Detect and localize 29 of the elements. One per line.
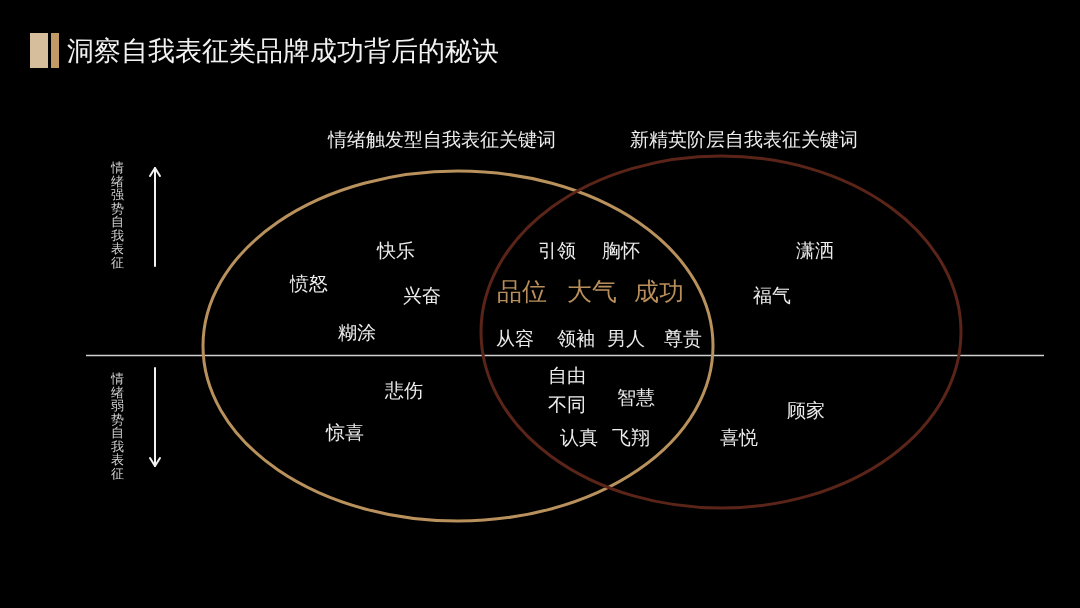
- keyword-label: 引领: [538, 240, 576, 262]
- keyword-label: 成功: [634, 278, 684, 306]
- keyword-label: 尊贵: [664, 328, 702, 350]
- keyword-label: 领袖: [557, 328, 595, 350]
- axis-label: 情绪弱势自我表征: [110, 372, 124, 480]
- keyword-label: 福气: [753, 285, 791, 307]
- keyword-label: 品位: [497, 278, 547, 306]
- keyword-label: 大气: [567, 278, 617, 306]
- keyword-label: 糊涂: [338, 322, 376, 344]
- keyword-label: 喜悦: [720, 427, 758, 449]
- page-title: 洞察自我表征类品牌成功背后的秘诀: [67, 37, 499, 67]
- keyword-label: 飞翔: [612, 427, 650, 449]
- keyword-label: 顾家: [787, 400, 825, 422]
- set-heading: 情绪触发型自我表征关键词: [328, 129, 556, 151]
- keyword-label: 快乐: [377, 240, 415, 262]
- keyword-label: 惊喜: [326, 422, 364, 444]
- axis-label: 情绪强势自我表征: [110, 161, 124, 269]
- keyword-label: 愤怒: [290, 273, 328, 295]
- keyword-label: 兴奋: [403, 285, 441, 307]
- keyword-label: 自由: [548, 365, 586, 387]
- keyword-label: 男人: [607, 328, 645, 350]
- keyword-label: 潇洒: [796, 240, 834, 262]
- keyword-label: 从容: [496, 328, 534, 350]
- keyword-label: 不同: [548, 394, 586, 416]
- keyword-label: 智慧: [617, 387, 655, 409]
- set-heading: 新精英阶层自我表征关键词: [630, 129, 858, 151]
- keyword-label: 悲伤: [385, 380, 423, 402]
- keyword-label: 胸怀: [602, 240, 640, 262]
- keyword-label: 认真: [560, 427, 598, 449]
